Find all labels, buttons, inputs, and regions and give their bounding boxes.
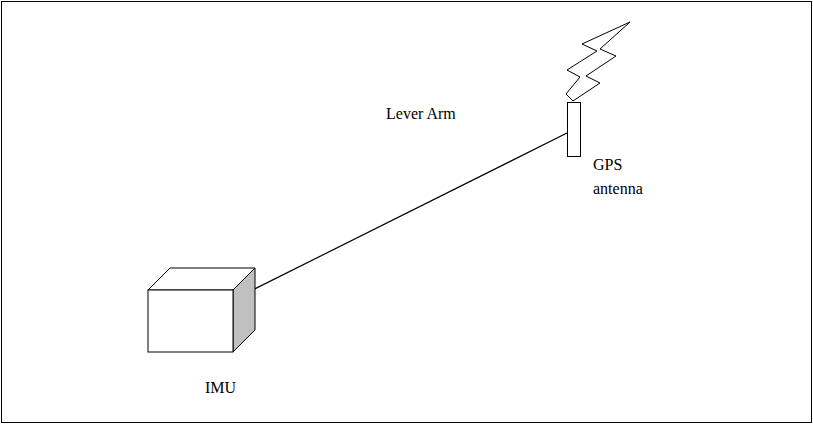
node-label: IMU bbox=[205, 376, 265, 400]
gps-antenna: GPS antenna bbox=[567, 102, 581, 157]
cube-front bbox=[148, 290, 233, 352]
signal-bolt bbox=[566, 22, 630, 101]
edge-label: Lever Arm bbox=[384, 104, 458, 123]
cube-side bbox=[233, 268, 255, 352]
lever-arm-arrow bbox=[233, 133, 567, 300]
cube-outline bbox=[148, 290, 233, 352]
imu-box: IMU bbox=[148, 290, 233, 352]
node-label: GPS antenna bbox=[593, 153, 657, 201]
